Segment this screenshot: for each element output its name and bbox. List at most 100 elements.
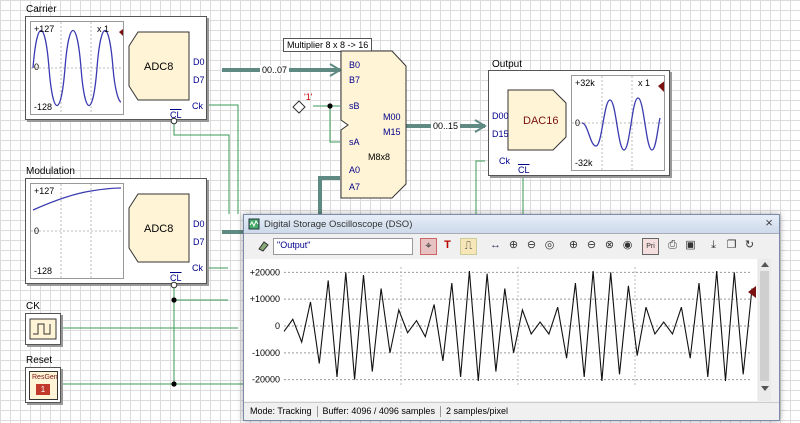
close-icon[interactable]: × [765, 215, 773, 230]
output-scope-bottom: -32k [575, 158, 593, 168]
carrier-block[interactable]: +127 0 -128 x 1 ADC8 D0 D7 Ck [25, 16, 207, 120]
const-one-diamond[interactable] [292, 100, 306, 114]
mult-pin-sb: sB [349, 101, 360, 111]
trigger-marker-icon-right [748, 286, 756, 298]
print-icon[interactable]: ⎙ [668, 239, 677, 251]
carrier-title: Carrier [26, 4, 57, 15]
mult-pin-m00: M00 [383, 112, 401, 122]
cursor-measure-icon[interactable]: ↔ [490, 239, 501, 251]
dso-trace [283, 270, 753, 382]
carrier-wave [31, 22, 123, 114]
dso-title: Digital Storage Oscilloscope (DSO) [264, 219, 413, 230]
bus-label-output: 00..15 [431, 121, 461, 131]
modulation-pin-d0: D0 [193, 219, 205, 229]
reset-generator[interactable]: ResGen 1 [25, 367, 61, 403]
modulation-pin-ck: Ck [192, 263, 203, 273]
multiplier-chip [340, 50, 407, 199]
y-tick-label: +10000 [250, 294, 280, 304]
dso-title-bar[interactable]: Digital Storage Oscilloscope (DSO) × [244, 215, 779, 234]
mult-pin-sa: sA [349, 137, 360, 147]
modulation-pin-cl: CL [170, 273, 182, 283]
carrier-scope-mid: 0 [34, 62, 40, 72]
channel-icon[interactable] [257, 239, 270, 252]
output-pin-d00: D00 [492, 111, 509, 121]
carrier-pin-cl: CL [170, 110, 182, 120]
zoom-out-x-icon[interactable]: ⊖ [586, 239, 597, 251]
channel-select[interactable]: "Output" [273, 238, 413, 255]
mult-pin-b7: B7 [349, 75, 361, 85]
carrier-pin-d0: D0 [193, 57, 205, 67]
modulation-pin-d7: D7 [193, 237, 205, 247]
modulation-scope-mid: 0 [34, 226, 40, 236]
channel-select-value: "Output" [277, 240, 311, 250]
scroll-down-icon [761, 386, 769, 391]
resgen-value: 1 [36, 384, 50, 395]
ck-title: CK [26, 301, 40, 312]
zoom-in-x-icon[interactable]: ⊕ [568, 239, 579, 251]
mult-pin-a7: A7 [349, 182, 361, 192]
output-wave [572, 76, 664, 170]
mult-pin-b0: B0 [349, 60, 361, 70]
status-mode: Mode: Tracking [250, 406, 312, 416]
output-pin-d15: D15 [492, 129, 509, 139]
carrier-scope: +127 0 -128 x 1 [30, 21, 124, 115]
bus-label-carrier: 00..07 [260, 65, 290, 75]
y-tick-label: +20000 [250, 267, 280, 277]
download-icon[interactable]: ⤓ [711, 239, 716, 251]
multiplier-chip-label: M8x8 [368, 152, 391, 162]
export-image-icon[interactable]: Pri [642, 238, 659, 255]
dso-app-icon [248, 218, 260, 230]
copy-icon[interactable]: ❐ [726, 239, 737, 251]
zoom-fit-x-icon[interactable]: ◉ [622, 239, 633, 251]
dso-window[interactable]: Digital Storage Oscilloscope (DSO) × "Ou… [243, 214, 780, 421]
dso-toolbar: "Output" ⌖ T ⎍ ↔ ⊕ ⊖ ◎ ⊕ ⊖ ⊗ ◉ Pri ⎙ ▣ ⤓… [244, 234, 779, 258]
save-icon[interactable]: ▣ [685, 239, 696, 251]
zoom-reset-icon[interactable]: ⊗ [604, 239, 615, 251]
multiplier-title: Multiplier 8 x 8 -> 16 [283, 38, 373, 52]
zoom-fit-y-icon[interactable]: ◎ [544, 239, 555, 251]
clock-icon [29, 318, 57, 340]
carrier-scope-zoom: x 1 [97, 24, 110, 34]
output-title: Output [492, 59, 523, 70]
reset-title: Reset [26, 355, 53, 366]
output-pin-ck: Ck [499, 156, 510, 166]
output-scope-zoom: x 1 [638, 78, 651, 88]
refresh-icon[interactable]: ↻ [744, 239, 755, 251]
carrier-scope-bottom: -128 [34, 102, 53, 112]
ck-generator[interactable] [25, 313, 61, 345]
modulation-adc-chip [128, 193, 190, 263]
modulation-adc-label: ADC8 [144, 223, 174, 235]
modulation-scope: +127 0 -128 [30, 183, 124, 279]
zoom-out-y-icon[interactable]: ⊖ [526, 239, 537, 251]
modulation-scope-top: +127 [34, 186, 55, 196]
resgen-chip: ResGen 1 [29, 371, 58, 400]
carrier-adc-chip [128, 31, 190, 101]
modulation-block[interactable]: +127 0 -128 ADC8 D0 D7 Ck [25, 178, 207, 284]
trigger-cursor-icon[interactable]: ⌖ [420, 238, 437, 255]
zoom-in-y-icon[interactable]: ⊕ [508, 239, 519, 251]
carrier-adc-label: ADC8 [144, 61, 174, 73]
pulse-mode-icon[interactable]: ⎍ [460, 238, 477, 255]
y-tick-label: -10000 [252, 348, 280, 358]
carrier-pin-ck: Ck [192, 101, 203, 111]
scrollbar-thumb [760, 271, 769, 381]
scroll-up-icon [761, 262, 769, 267]
y-tick-label: -20000 [252, 375, 280, 385]
output-block[interactable]: DAC16 D00 D15 Ck +32k 0 -32k x 1 [488, 70, 670, 176]
output-dac-label: DAC16 [523, 115, 559, 127]
status-rate: 2 samples/pixel [445, 406, 508, 416]
carrier-scope-top: +127 [34, 24, 55, 34]
mult-pin-m15: M15 [383, 127, 401, 137]
output-scope-top: +32k [575, 78, 595, 88]
trigger-marker-icon[interactable]: T [444, 239, 451, 251]
output-pin-cl: CL [518, 165, 530, 175]
modulation-title: Modulation [26, 166, 75, 177]
resgen-label: ResGen [32, 374, 58, 381]
carrier-cl-circle [170, 117, 178, 125]
output-scope-mid: 0 [575, 118, 581, 128]
modulation-cl-circle [170, 281, 178, 289]
output-scope: +32k 0 -32k x 1 [571, 75, 665, 171]
